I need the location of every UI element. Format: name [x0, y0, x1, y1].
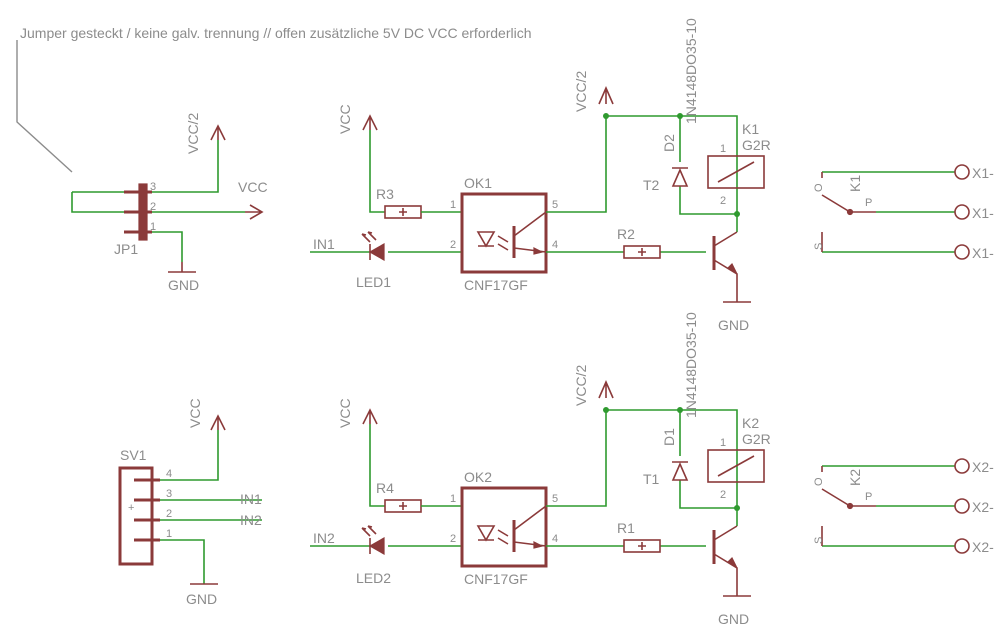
- jp1-pin3: 3: [150, 181, 156, 193]
- led1-label: LED1: [356, 274, 391, 290]
- sv1-pin1: 1: [166, 528, 172, 540]
- x2-label-2: X2-: [972, 499, 994, 515]
- d2-part-label: 1N4148DO35-10: [683, 18, 699, 124]
- ok1-part-label: CNF17GF: [464, 277, 528, 293]
- jp1-label: JP1: [114, 241, 138, 257]
- k2-relay-coil: [707, 449, 765, 483]
- x2-terminal-2: [954, 498, 970, 514]
- x2-terminal-3: [954, 538, 970, 554]
- ok2-led-icon: [476, 525, 496, 542]
- x2-label-3: X2-: [972, 539, 994, 555]
- d1-part-label: 1N4148DO35-10: [683, 312, 699, 418]
- led2-icon: [368, 536, 385, 556]
- k1-pin2: 2: [720, 195, 726, 207]
- k1-switch-o: O: [813, 183, 825, 192]
- d2-label: D2: [661, 134, 677, 152]
- jp1-vcc-label: VCC: [238, 179, 268, 195]
- note-leader-line: [16, 40, 73, 173]
- ch2-vcc2-label: VCC/2: [573, 365, 589, 406]
- x2-label-1: X2-: [972, 459, 994, 475]
- x1-terminal-3: [954, 244, 970, 260]
- led2-label: LED2: [356, 570, 391, 586]
- k2-pin2: 2: [720, 489, 726, 501]
- ok1-led-icon: [476, 231, 496, 248]
- jp1-pin2: 2: [150, 201, 156, 213]
- ch1-vcc2-label: VCC/2: [573, 71, 589, 112]
- d1-diode-icon: [671, 461, 689, 481]
- ch2-vcc-label: VCC: [337, 398, 353, 428]
- k1-relay-coil: [707, 155, 765, 189]
- ok1-pin5: 5: [552, 199, 558, 211]
- ok2-pin5: 5: [552, 493, 558, 505]
- jp1-pin1: 1: [150, 221, 156, 233]
- k2-label: K2: [742, 415, 759, 431]
- k2-switch-o: O: [813, 477, 825, 486]
- ch1-in-label: IN1: [313, 236, 335, 252]
- ok1-pin2: 2: [450, 239, 456, 251]
- ok1-optocoupler: [460, 192, 548, 274]
- k2-switch-p: P: [865, 491, 872, 503]
- r2-label: R2: [617, 226, 635, 242]
- x1-terminal-1: [954, 164, 970, 180]
- k1-pin1: 1: [720, 143, 726, 155]
- sv1-pin3: 3: [166, 488, 172, 500]
- led1-icon: [368, 242, 385, 262]
- t1-label: T1: [643, 471, 660, 487]
- ok2-label: OK2: [464, 469, 492, 485]
- ok1-pin1: 1: [450, 199, 456, 211]
- x1-label-1: X1-: [972, 165, 994, 181]
- sv1-body: [118, 466, 154, 566]
- jumper-note: Jumper gesteckt / keine galv. trennung /…: [20, 25, 532, 41]
- r3-label: R3: [376, 186, 394, 202]
- k2-pin1: 1: [720, 437, 726, 449]
- k1-switch-label: K1: [847, 175, 863, 192]
- ch1-vcc-label: VCC: [337, 104, 353, 134]
- sv1-connector: + 4 3 2 1 SV1 IN1 IN2 VCC GND: [118, 398, 262, 607]
- ok1-pin4: 4: [552, 239, 558, 251]
- x1-terminal-2: [954, 204, 970, 220]
- r4-label: R4: [376, 480, 394, 496]
- jp1-gnd-label: GND: [168, 277, 199, 293]
- k1-switch-p: P: [865, 197, 872, 209]
- x2-terminal-1: [954, 458, 970, 474]
- sv1-pin4: 4: [166, 468, 172, 480]
- k1-label: K1: [742, 121, 759, 137]
- t2-label: T2: [643, 177, 660, 193]
- ok2-pin4: 4: [552, 533, 558, 545]
- k2-switch-s: S: [813, 537, 825, 544]
- sv1-in2-label: IN2: [240, 512, 262, 528]
- ok2-pin1: 1: [450, 493, 456, 505]
- sv1-in1-label: IN1: [240, 491, 262, 507]
- channel-2: VCC R4 IN2 LED2 OK2 CNF17GF 1 2 5 4 VCC/…: [310, 312, 994, 627]
- jp1-body: [138, 183, 148, 241]
- jp1-jumper: 3 2 1 JP1 VCC/2 VCC GND: [71, 113, 268, 293]
- ch1-gnd-label: GND: [718, 317, 749, 333]
- k2-switch-label: K2: [847, 469, 863, 486]
- k1-part-label: G2R: [742, 137, 771, 153]
- r1-label: R1: [617, 520, 635, 536]
- sv1-vcc-label: VCC: [187, 398, 203, 428]
- ok2-optocoupler: [460, 486, 548, 568]
- ok2-part-label: CNF17GF: [464, 571, 528, 587]
- sv1-label: SV1: [120, 447, 147, 463]
- x1-label-2: X1-: [972, 205, 994, 221]
- k2-part-label: G2R: [742, 431, 771, 447]
- k1-switch-s: S: [813, 243, 825, 250]
- ch2-gnd-label: GND: [718, 611, 749, 627]
- ok2-pin2: 2: [450, 533, 456, 545]
- d1-label: D1: [661, 428, 677, 446]
- channel-1: VCC R3 IN1 LED1 OK1 CNF17GF 1 2 5 4 VCC/…: [310, 18, 994, 333]
- x1-label-3: X1-: [972, 245, 994, 261]
- ok1-label: OK1: [464, 175, 492, 191]
- jp1-vcc2-label: VCC/2: [185, 113, 201, 154]
- ch2-in-label: IN2: [313, 530, 335, 546]
- d2-diode-icon: [671, 167, 689, 187]
- r1-resistor: [623, 539, 661, 553]
- r2-resistor: [623, 245, 661, 259]
- sv1-gnd-label: GND: [186, 591, 217, 607]
- sv1-pin2: 2: [166, 508, 172, 520]
- svg-text:+: +: [128, 502, 134, 514]
